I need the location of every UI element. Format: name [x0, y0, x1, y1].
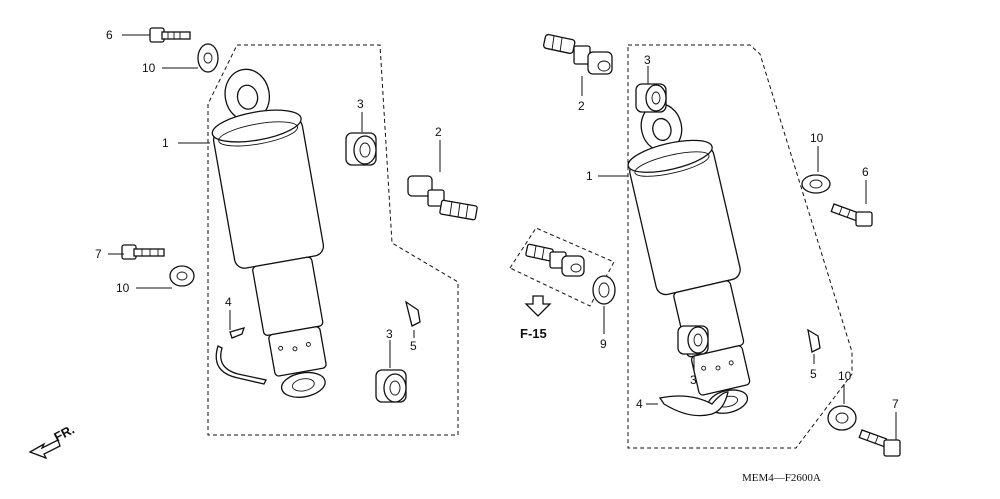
right-assembly-frame: [627, 44, 853, 449]
right-label-6: 6: [862, 165, 869, 179]
left-shock-assembly: 6 10 1 7 10 3 2 3 4 5: [95, 27, 478, 436]
left-flange-bolt-top: [149, 27, 191, 43]
left-clip: [215, 327, 267, 385]
right-label-3-bottom: 3: [690, 373, 697, 387]
diagram-code: MEM4—F2600A: [742, 472, 821, 484]
front-arrow-icon: [28, 439, 61, 460]
right-stopper: [807, 328, 821, 353]
right-label-9: 9: [600, 337, 607, 351]
right-bushing-top: [635, 83, 667, 113]
right-clip: [658, 391, 729, 417]
left-label-7: 7: [95, 247, 102, 261]
right-label-7: 7: [892, 397, 899, 411]
right-flange-bolt-top: [830, 203, 873, 227]
left-label-1: 1: [162, 136, 169, 150]
left-label-3-bottom: 3: [386, 327, 393, 341]
right-label-2: 2: [578, 99, 585, 113]
right-shock-assembly: F-15: [509, 33, 901, 457]
right-label-4: 4: [636, 397, 643, 411]
left-washer-top: [197, 43, 219, 73]
left-shock-absorber: [211, 68, 327, 398]
right-label-10-bottom: 10: [838, 369, 852, 383]
left-flange-bolt-bottom: [121, 244, 165, 260]
left-collar-bolt: [407, 175, 478, 221]
right-washer-bottom: [827, 405, 857, 431]
right-bushing-bottom: [677, 325, 709, 355]
left-label-6: 6: [106, 28, 113, 42]
reference-label: F-15: [520, 326, 547, 341]
left-bushing-top: [345, 132, 377, 166]
left-label-5: 5: [410, 339, 417, 353]
left-washer-bottom: [169, 265, 195, 287]
reference-arrow-icon: [524, 295, 552, 317]
left-bushing-bottom: [375, 369, 407, 403]
right-flange-bolt-bottom: [858, 429, 901, 457]
right-label-1: 1: [586, 169, 593, 183]
front-direction-indicator: FR.: [28, 422, 77, 460]
left-label-10-top: 10: [142, 61, 156, 75]
left-stopper: [404, 300, 421, 327]
right-label-10-top: 10: [810, 131, 824, 145]
left-assembly-frame: [207, 44, 459, 436]
left-label-10-bottom: 10: [116, 281, 130, 295]
left-label-2: 2: [435, 125, 442, 139]
right-collar-bolt: [542, 33, 613, 75]
right-washer-9: [592, 275, 616, 305]
left-label-3-top: 3: [357, 97, 364, 111]
right-label-3-top: 3: [644, 53, 651, 67]
right-washer-top: [801, 174, 831, 194]
alternate-collar-bolt: [525, 243, 585, 277]
left-label-4: 4: [225, 295, 232, 309]
alternate-bolt-box: [509, 227, 615, 307]
right-shock-absorber: [627, 103, 751, 414]
right-label-5: 5: [810, 367, 817, 381]
